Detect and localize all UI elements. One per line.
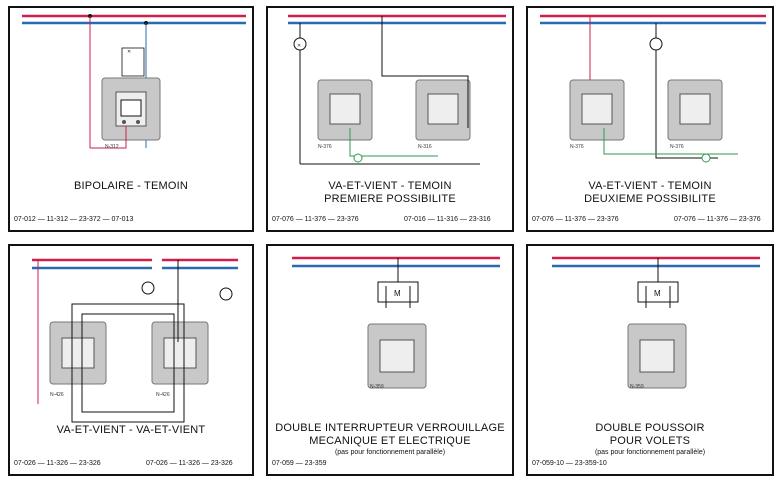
reference-codes: 07-076 — 11-376 — 23-376 bbox=[272, 216, 359, 223]
diagram-panel-va-et-vient-va-et-vient: N-426 N-426 VA-ET-VIENT - VA-ET-VIENT 07… bbox=[8, 244, 254, 476]
panel-title: DOUBLE POUSSOIR bbox=[595, 422, 705, 434]
panel-note: (pas pour fonctionnement parallèle) bbox=[594, 449, 706, 456]
panel-subtitle: DEUXIEME POSSIBILITE bbox=[584, 193, 716, 205]
motor-label: M bbox=[394, 289, 401, 298]
svg-text:N-376: N-376 bbox=[670, 144, 684, 150]
switch-label: N-312 bbox=[105, 144, 119, 150]
reference-codes: 07-059 — 23-359 bbox=[272, 460, 327, 467]
svg-text:✕: ✕ bbox=[297, 43, 301, 49]
wiring-diagram: ✕ N-376 N-316 bbox=[288, 14, 506, 165]
svg-text:N-426: N-426 bbox=[156, 392, 170, 398]
panel-title: BIPOLAIRE - TEMOIN bbox=[73, 180, 189, 192]
diagram-panel-va-et-vient-temoin-2: N-376 N-376 VA-ET-VIENT - TEMOIN DEUXIEM… bbox=[526, 6, 774, 232]
svg-text:N-376: N-376 bbox=[570, 144, 584, 150]
diagram-panel-bipolaire: ✕ N-312 BIPOLAIRE - TEMOIN 07-012 — 11-3… bbox=[8, 6, 254, 232]
reference-codes-2: 07-016 — 11-316 — 23-316 bbox=[404, 216, 491, 223]
panel-subtitle: PREMIERE POSSIBILITE bbox=[324, 193, 456, 205]
reference-codes-2: 07-026 — 11-326 — 23-326 bbox=[146, 460, 233, 467]
panel-title: VA-ET-VIENT - TEMOIN bbox=[588, 180, 712, 192]
reference-codes: 07-012 — 11-312 — 23-372 — 07-013 bbox=[14, 216, 134, 223]
panel-title: VA-ET-VIENT - TEMOIN bbox=[328, 180, 452, 192]
reference-codes-2: 07-076 — 11-376 — 23-376 bbox=[674, 216, 761, 223]
svg-text:N-376: N-376 bbox=[318, 144, 332, 150]
reference-codes: 07-076 — 11-376 — 23-376 bbox=[532, 216, 619, 223]
wiring-diagram: M N-359 bbox=[292, 256, 500, 390]
wiring-diagram: N-376 N-376 bbox=[540, 14, 766, 163]
reference-codes: 07-059-10 — 23-359-10 bbox=[532, 460, 607, 467]
svg-text:✕: ✕ bbox=[127, 49, 131, 55]
svg-text:N-359: N-359 bbox=[630, 384, 644, 390]
panel-subtitle: POUR VOLETS bbox=[609, 435, 691, 447]
svg-text:N-359: N-359 bbox=[370, 384, 384, 390]
switch-body bbox=[101, 77, 161, 141]
svg-text:N-316: N-316 bbox=[418, 144, 432, 150]
panel-title: DOUBLE INTERRUPTEUR VERROUILLAGE bbox=[275, 422, 505, 434]
panel-note: (pas pour fonctionnement parallèle) bbox=[334, 449, 446, 456]
diagram-panel-double-poussoir: M N-359 DOUBLE POUSSOIR POUR VOLETS (pas… bbox=[526, 244, 774, 476]
panel-subtitle: MECANIQUE ET ELECTRIQUE bbox=[309, 435, 471, 447]
svg-text:N-426: N-426 bbox=[50, 392, 64, 398]
reference-codes: 07-026 — 11-326 — 23-326 bbox=[14, 460, 101, 467]
motor-label: M bbox=[654, 289, 661, 298]
wiring-diagram: M N-359 bbox=[552, 256, 760, 390]
diagram-panel-va-et-vient-temoin-1: ✕ N-376 N-316 VA-ET-VIENT - TEMOIN PREMI… bbox=[266, 6, 514, 232]
wiring-diagram: N-426 N-426 bbox=[32, 258, 238, 423]
panel-title: VA-ET-VIENT - VA-ET-VIENT bbox=[56, 424, 206, 436]
diagram-panel-double-interrupteur: M N-359 DOUBLE INTERRUPTEUR VERROUILLAGE… bbox=[266, 244, 514, 476]
wiring-diagram: ✕ N-312 bbox=[22, 14, 246, 150]
